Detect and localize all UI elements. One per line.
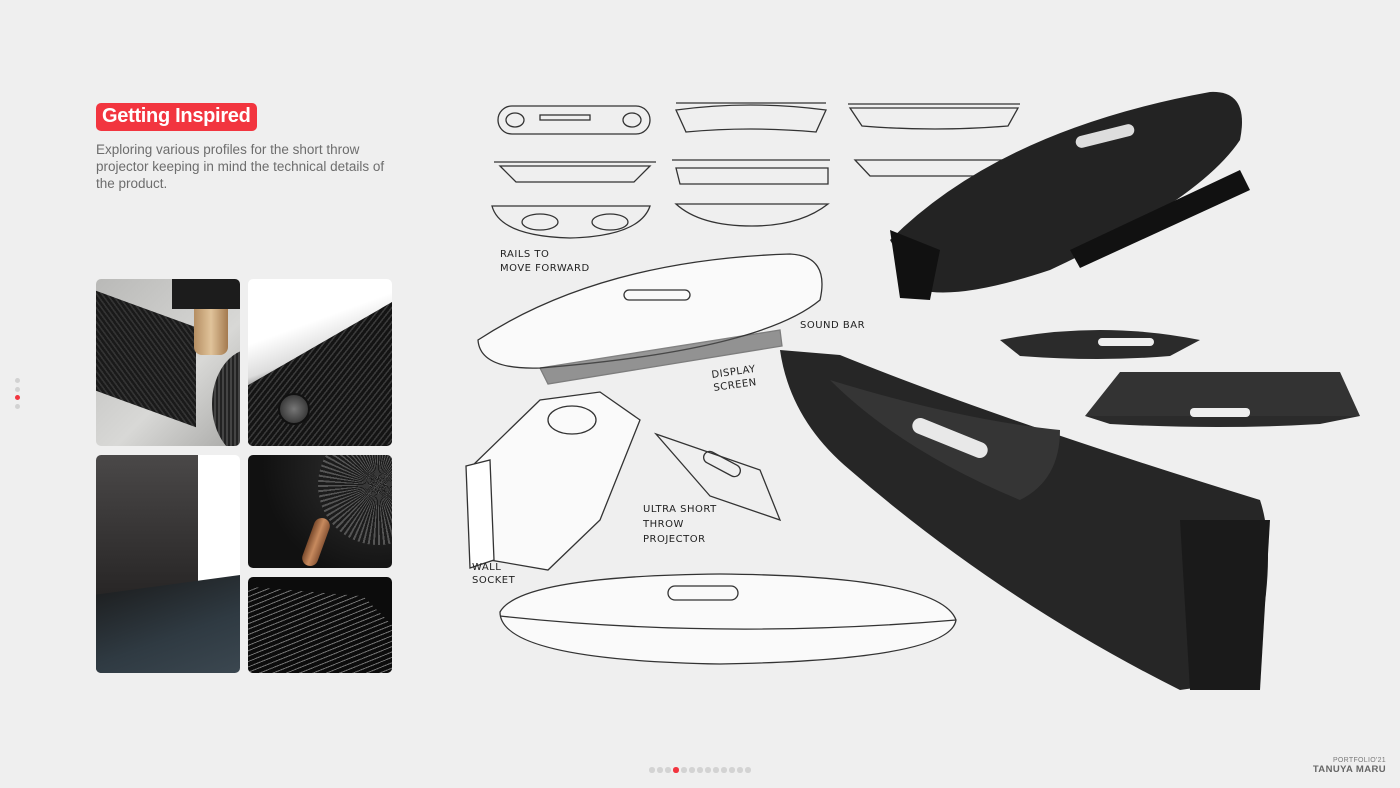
svg-text:SOUND BAR: SOUND BAR <box>800 320 865 331</box>
moodboard-image-display-stand <box>96 455 240 673</box>
svg-text:THROW: THROW <box>642 519 684 530</box>
author-name: TANUYA MARU <box>1312 764 1386 775</box>
section-title-badge: Getting Inspired <box>96 103 257 131</box>
svg-text:ULTRA SHORT: ULTRA SHORT <box>643 504 717 515</box>
moodboard-image-ribbed-slope <box>248 577 392 673</box>
moodboard-image-ribbed-button <box>248 279 392 446</box>
nav-dot[interactable] <box>15 386 20 392</box>
profile-sketches <box>465 102 1022 665</box>
svg-text:SOCKET: SOCKET <box>472 575 516 586</box>
svg-text:RAILS TO: RAILS TO <box>500 249 549 260</box>
slide-pager <box>649 767 751 773</box>
nav-dot[interactable] <box>15 403 20 409</box>
svg-text:MOVE FORWARD: MOVE FORWARD <box>500 263 590 274</box>
nav-dot[interactable] <box>681 767 687 773</box>
nav-dot[interactable] <box>689 767 695 773</box>
nav-dot[interactable] <box>729 767 735 773</box>
nav-dot[interactable] <box>15 378 20 383</box>
nav-dot[interactable] <box>705 767 711 773</box>
projector-renders <box>780 91 1360 690</box>
nav-dot[interactable] <box>665 767 671 773</box>
section-description: Exploring various profiles for the short… <box>96 142 385 191</box>
nav-dot[interactable] <box>745 767 751 773</box>
side-nav-dots <box>15 378 20 412</box>
nav-dot[interactable] <box>697 767 703 773</box>
footer-credit: PORTFOLIO'21 TANUYA MARU <box>1313 757 1386 775</box>
svg-text:WALL: WALL <box>472 562 501 573</box>
moodboard-image-grille-table <box>96 279 240 446</box>
nav-dot[interactable] <box>657 767 663 773</box>
nav-dot[interactable] <box>649 767 655 773</box>
nav-dot[interactable] <box>721 767 727 773</box>
portfolio-label: PORTFOLIO'21 <box>1332 757 1386 764</box>
nav-dot-active[interactable] <box>15 395 20 400</box>
nav-dot-active[interactable] <box>673 767 679 773</box>
nav-dot[interactable] <box>713 767 719 773</box>
nav-dot[interactable] <box>737 767 743 773</box>
svg-text:PROJECTOR: PROJECTOR <box>643 534 706 545</box>
moodboard-image-speaker-wood <box>248 455 392 568</box>
